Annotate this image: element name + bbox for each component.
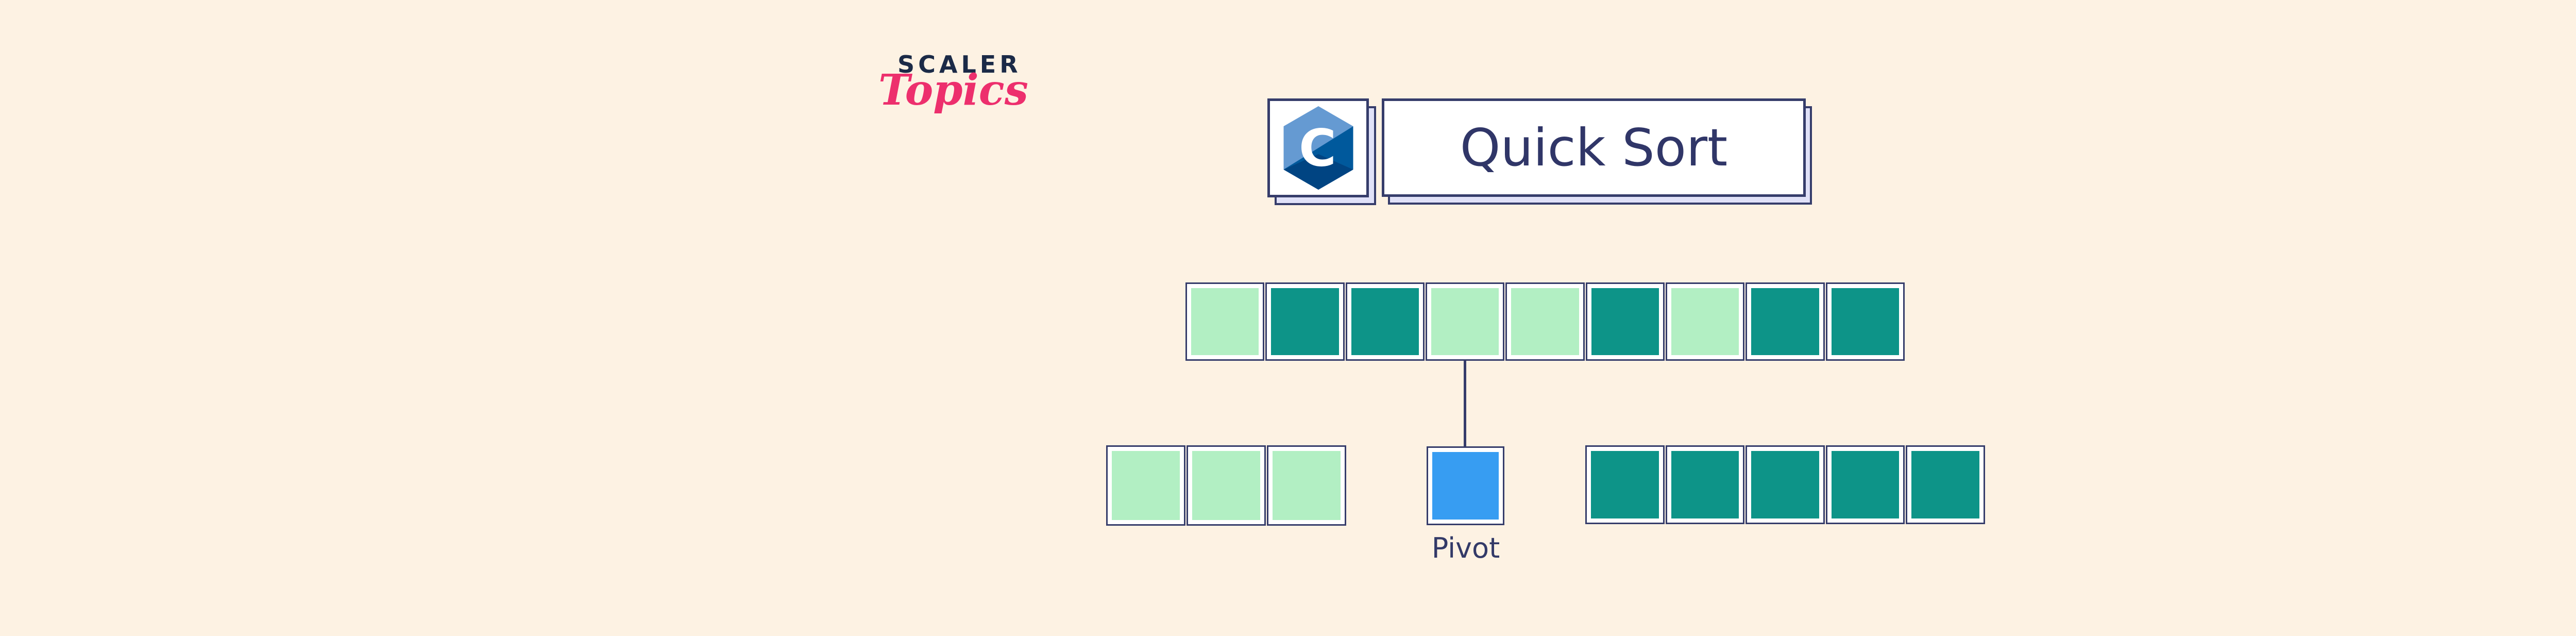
array-cell-teal bbox=[1345, 282, 1425, 361]
array-cell-mint bbox=[1665, 282, 1745, 361]
cell-fill-mint bbox=[1192, 451, 1260, 520]
c-letter: C bbox=[1299, 119, 1336, 178]
array-cell-mint bbox=[1425, 282, 1505, 361]
array-cell-mint bbox=[1106, 445, 1185, 526]
pivot-label: Pivot bbox=[1431, 532, 1500, 564]
scaler-brand-text: SCALER bbox=[897, 51, 1022, 78]
array-cell-teal bbox=[1585, 282, 1665, 361]
cell-fill-teal bbox=[1751, 451, 1819, 518]
array-cell-blue bbox=[1427, 446, 1504, 525]
array-cell-teal bbox=[1745, 445, 1825, 524]
array-cell-teal bbox=[1906, 445, 1985, 524]
array-cell-teal bbox=[1825, 282, 1905, 361]
cell-fill-teal bbox=[1831, 451, 1900, 518]
array-cell-mint bbox=[1185, 282, 1265, 361]
array-cell-teal bbox=[1665, 445, 1745, 524]
page-title: Quick Sort bbox=[1460, 118, 1728, 178]
right-partition-group bbox=[1585, 445, 1985, 524]
title-card: Quick Sort bbox=[1382, 98, 1806, 197]
cell-fill-teal bbox=[1591, 288, 1659, 355]
array-cell-teal bbox=[1745, 282, 1825, 361]
cell-fill-teal bbox=[1351, 288, 1419, 355]
c-language-logo-icon: C bbox=[1283, 106, 1353, 190]
array-cell-teal bbox=[1585, 445, 1665, 524]
cell-fill-mint bbox=[1511, 288, 1579, 355]
array-cell-mint bbox=[1187, 445, 1266, 526]
cell-fill-teal bbox=[1591, 451, 1659, 518]
cell-fill-teal bbox=[1831, 288, 1899, 355]
c-language-card: C bbox=[1267, 98, 1369, 197]
cell-fill-teal bbox=[1751, 288, 1819, 355]
unsorted-array-row bbox=[1185, 282, 1905, 361]
pivot-cell-box bbox=[1427, 446, 1504, 525]
cell-fill-mint bbox=[1191, 288, 1259, 355]
cell-fill-mint bbox=[1671, 288, 1739, 355]
array-cell-mint bbox=[1505, 282, 1585, 361]
cell-fill-teal bbox=[1671, 451, 1739, 518]
array-cell-teal bbox=[1265, 282, 1345, 361]
cell-fill-mint bbox=[1273, 451, 1341, 520]
cell-fill-blue bbox=[1432, 452, 1499, 520]
cell-fill-mint bbox=[1112, 451, 1180, 520]
scaler-topics-wordmark: Topics bbox=[878, 65, 1028, 115]
left-partition-group bbox=[1106, 445, 1346, 526]
pivot-connector-line bbox=[1464, 360, 1466, 447]
array-cell-mint bbox=[1267, 445, 1346, 526]
cell-fill-teal bbox=[1271, 288, 1339, 355]
cell-fill-teal bbox=[1911, 451, 1979, 518]
array-cell-teal bbox=[1825, 445, 1905, 524]
cell-fill-mint bbox=[1431, 288, 1499, 355]
